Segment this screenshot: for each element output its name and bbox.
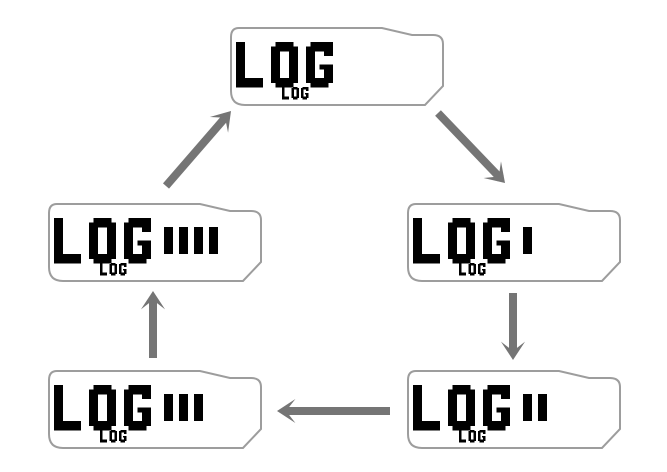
lcd-log-label	[100, 430, 127, 443]
lcd-bezel-outline	[407, 203, 621, 282]
lcd-main-text	[54, 218, 151, 264]
lcd-signal-bars	[523, 227, 532, 254]
lcd-signal-bars	[164, 394, 203, 421]
lcd-display-log-4-bars	[40, 203, 265, 283]
lcd-bezel-outline	[407, 370, 621, 449]
arrow-log-0-bars-to-log-1-bar	[435, 110, 505, 183]
lcd-signal-bars	[523, 394, 547, 421]
arrow-log-3-bars-to-log-4-bars	[140, 291, 166, 358]
lcd-signal-bars	[164, 227, 218, 254]
lcd-bezel-outline	[230, 27, 444, 106]
lcd-log-label	[459, 430, 486, 443]
arrow-log-4-bars-to-log-0-bars	[162, 111, 231, 189]
arrow-log-1-bar-to-log-2-bars	[500, 293, 526, 360]
lcd-display-log-0-bars	[222, 27, 447, 107]
lcd-log-label	[459, 263, 486, 276]
lcd-log-label	[282, 87, 309, 100]
lcd-log-label	[100, 263, 127, 276]
lcd-display-log-1-bar	[399, 203, 624, 283]
lcd-main-text	[413, 385, 510, 431]
lcd-main-text	[54, 385, 151, 431]
lcd-bezel-outline	[48, 203, 262, 282]
lcd-main-text	[413, 218, 510, 264]
lcd-bezel-outline	[48, 370, 262, 449]
lcd-main-text	[236, 42, 333, 88]
arrow-log-2-bars-to-log-3-bars	[277, 398, 390, 424]
lcd-display-log-2-bars	[399, 370, 624, 450]
lcd-display-log-3-bars	[40, 370, 265, 450]
